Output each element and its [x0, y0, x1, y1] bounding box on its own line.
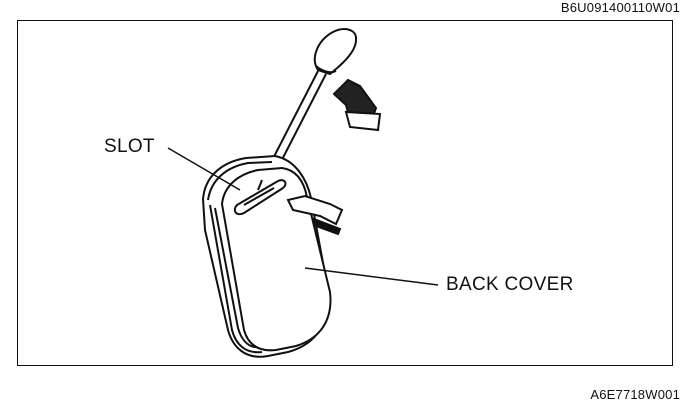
- slot-label: SLOT: [104, 136, 155, 157]
- screwdriver-handle: [313, 28, 358, 76]
- screwdriver-tip: [257, 179, 263, 191]
- twist-arrow: [332, 78, 382, 132]
- removal-arrow: [286, 194, 344, 236]
- slot-opening: [233, 179, 287, 216]
- back-cover-face: [220, 166, 332, 352]
- back-cover-label: BACK COVER: [446, 274, 574, 295]
- figure-code-top: B6U091400110W01: [560, 0, 680, 15]
- illustration-frame: [17, 20, 673, 366]
- back-cover-leader-line: [304, 267, 439, 286]
- slot-leader-line: [167, 147, 241, 191]
- figure-code-bottom: A6E7718W001: [590, 387, 680, 402]
